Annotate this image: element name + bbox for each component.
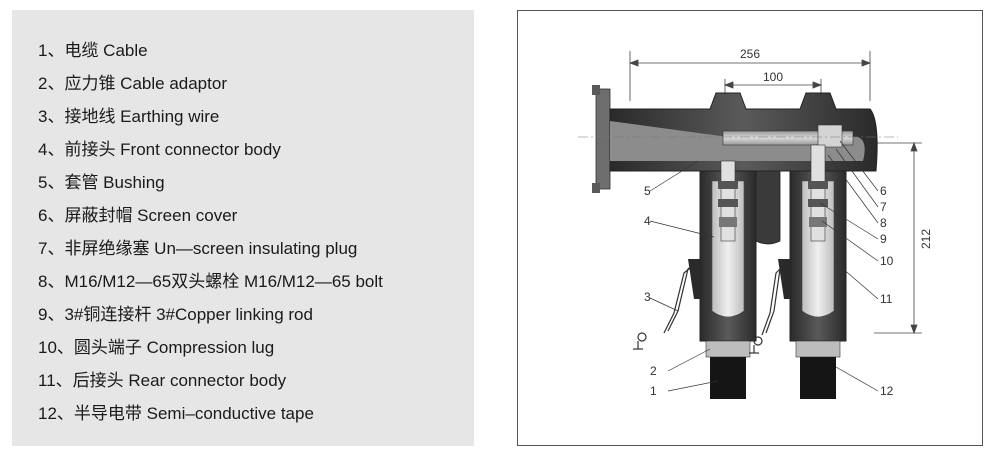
legend-item-1: 1、电缆 Cable [38, 41, 148, 60]
callout-6: 6 [880, 184, 887, 198]
legend-item-9: 9、3#铜连接杆 3#Copper linking rod [38, 305, 313, 324]
center-support-leg [755, 170, 781, 245]
callout-12: 12 [880, 384, 894, 398]
callout-leaders [649, 140, 879, 392]
legend-item-11: 11、后接头 Rear connector body [38, 371, 287, 390]
dimension-212 [874, 141, 922, 335]
callout-9: 9 [880, 232, 887, 246]
callout-2: 2 [650, 364, 657, 378]
legend-item-8: 8、M16/M12—65双头螺栓 M16/M12—65 bolt [38, 272, 383, 291]
callout-5: 5 [644, 184, 651, 198]
connector-cross-section-drawing: 256 100 212 [578, 47, 933, 399]
callout-1: 1 [650, 384, 657, 398]
rear-connector-body [789, 144, 847, 399]
mounting-flange [592, 85, 611, 193]
callout-11: 11 [880, 292, 893, 306]
earthing-wire-left [633, 258, 701, 350]
legend-item-4: 4、前接头 Front connector body [38, 140, 281, 159]
legend-item-6: 6、屏蔽封帽 Screen cover [38, 206, 238, 225]
dimension-256 [628, 51, 872, 101]
legend-item-12: 12、半导电带 Semi–conductive tape [38, 404, 314, 423]
dimension-256-label: 256 [740, 47, 760, 61]
callout-8: 8 [880, 216, 887, 230]
callout-10: 10 [880, 254, 894, 268]
diagram-frame: 256 100 212 [517, 10, 983, 446]
dimension-100-label: 100 [763, 70, 783, 84]
front-connector-body [609, 92, 878, 180]
legend-panel: 1、电缆 Cable 2、应力锥 Cable adaptor 3、接地线 Ear… [12, 10, 474, 446]
callout-4: 4 [644, 214, 651, 228]
legend-item-3: 3、接地线 Earthing wire [38, 107, 220, 126]
legend-item-10: 10、圆头端子 Compression lug [38, 338, 275, 357]
callout-3: 3 [644, 290, 651, 304]
legend-item-5: 5、套管 Bushing [38, 173, 165, 192]
legend-list: 1、电缆 Cable 2、应力锥 Cable adaptor 3、接地线 Ear… [38, 34, 474, 430]
dimension-212-label: 212 [919, 229, 933, 249]
legend-item-7: 7、非屏绝缘塞 Un—screen insulating plug [38, 239, 358, 258]
callout-7: 7 [880, 200, 887, 214]
left-connector-leg [699, 160, 757, 399]
legend-item-2: 2、应力锥 Cable adaptor [38, 74, 227, 93]
earthing-wire-right [749, 258, 791, 354]
